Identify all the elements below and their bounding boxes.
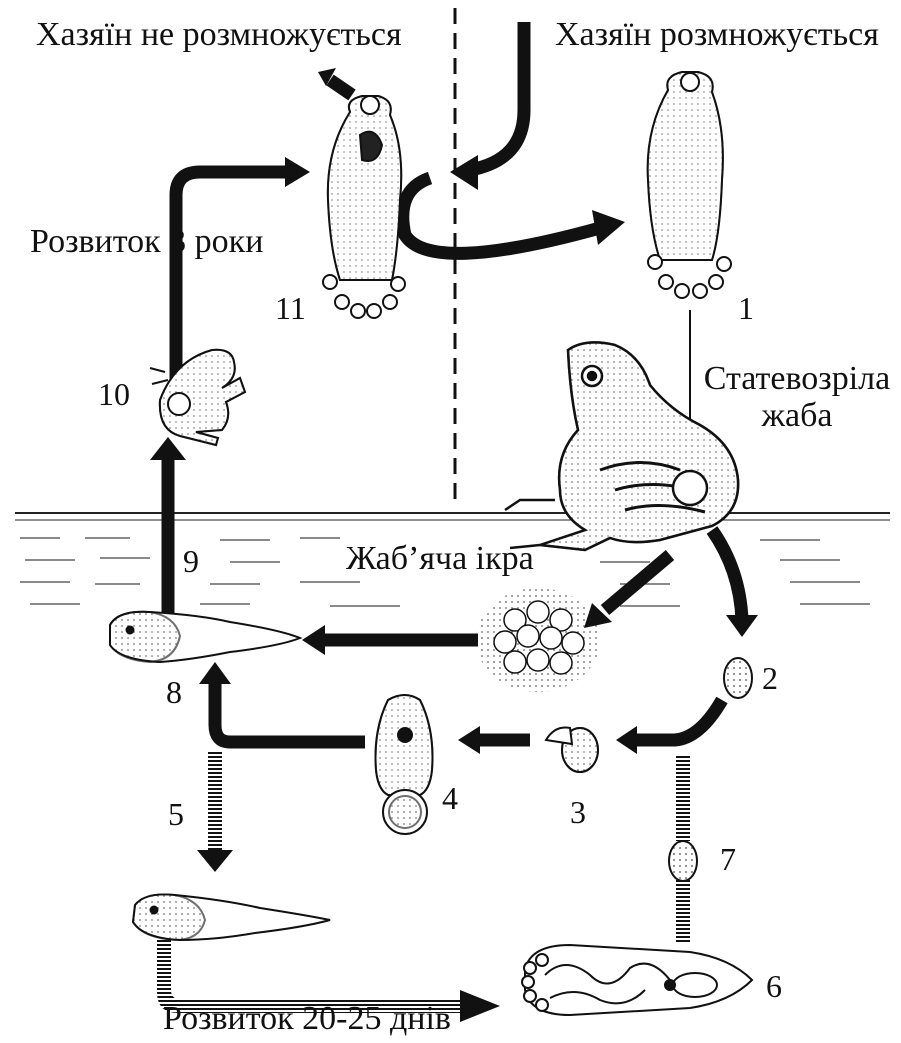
label-mature-frog: Статевозріла жаба [698,360,896,435]
stage-6-neotenic-worm [522,945,752,1015]
stage-number-3: 3 [570,796,586,828]
stage-number-6: 6 [766,970,782,1002]
label-frog-spawn: Жаб’яча ікра [346,542,534,576]
stage-number-8: 8 [166,676,182,708]
stage-10-marker-circle [168,393,190,415]
arrowhead-3-years [285,157,310,187]
arrowhead-to-stage-6 [460,990,500,1022]
stage-10-young-frog [150,350,245,445]
stage-7-egg [669,841,697,881]
label-host-not-reproducing: Хазяїн не розмножується [36,18,402,52]
stage-number-10: 10 [98,378,130,410]
stage-number-2: 2 [762,662,778,694]
arrowhead-stage-2 [726,615,758,637]
arrowhead-3 [616,726,637,754]
arrow-to-11-exit [330,80,352,95]
stage-number-5: 5 [168,798,184,830]
label-development-20-25-days: Розвиток 20-25 днів [163,1002,451,1036]
arrowhead-5-down [197,850,233,872]
arrowhead-9-up [150,437,186,460]
hatched-arrow-5 [208,752,222,852]
arrowhead-4 [458,726,480,754]
arrow-curve-to-stage-1 [403,178,600,253]
frog-marker-circle [673,471,707,505]
arrowhead-8 [199,662,231,684]
hatched-line-7-to-6 [676,880,690,942]
hatched-line-to-7 [676,756,690,841]
arrowhead-tadpole [302,625,325,655]
stage-8-tadpole [110,612,300,662]
stage-2-egg [724,658,752,698]
arrowhead-stage-1 [592,210,625,245]
frog-spawn-eggs [476,588,600,692]
label-host-reproducing: Хазяїн розмножується [555,18,879,52]
stage-5-tadpole [133,894,330,940]
stage-3-hatching-egg [546,728,598,773]
stage-4-larva-oncomiracidium [376,695,433,834]
stage-number-11: 11 [275,292,306,324]
stage-11-adult-polystoma [323,96,405,318]
stage-1-adult-polystoma [648,72,731,298]
arrow-2-to-3 [632,700,722,740]
arrow-frog-to-spawn [605,555,670,610]
label-development-3-years: Розвиток 3 роки [30,225,263,259]
arrow-frog-to-stage-2 [712,530,742,620]
stage-number-1: 1 [738,292,754,324]
arrow-host-reproducing-down [470,22,524,170]
stage-number-4: 4 [442,782,458,814]
arrow-4-to-8 [215,680,365,742]
stage-number-7: 7 [720,843,736,875]
stage-number-9: 9 [183,545,199,577]
